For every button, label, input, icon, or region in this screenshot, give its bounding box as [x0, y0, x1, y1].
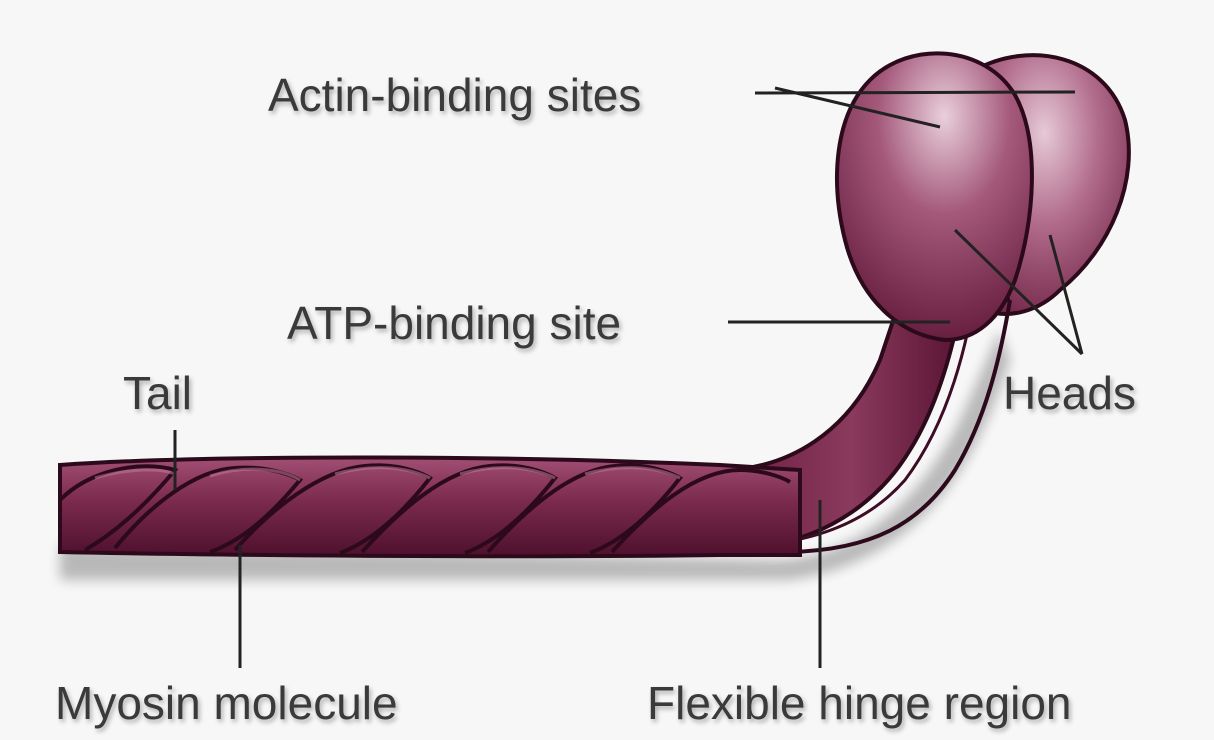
leader-actin-back	[755, 92, 1075, 93]
label-myosin-molecule: Myosin molecule	[55, 680, 398, 726]
label-atp-binding-site: ATP-binding site	[287, 300, 621, 346]
label-flexible-hinge-region: Flexible hinge region	[647, 680, 1072, 726]
label-tail: Tail	[123, 370, 192, 416]
label-actin-binding-sites: Actin-binding sites	[268, 72, 641, 118]
front-head	[837, 53, 1032, 340]
coiled-coil-tail	[60, 458, 800, 557]
label-heads: Heads	[1003, 370, 1136, 416]
